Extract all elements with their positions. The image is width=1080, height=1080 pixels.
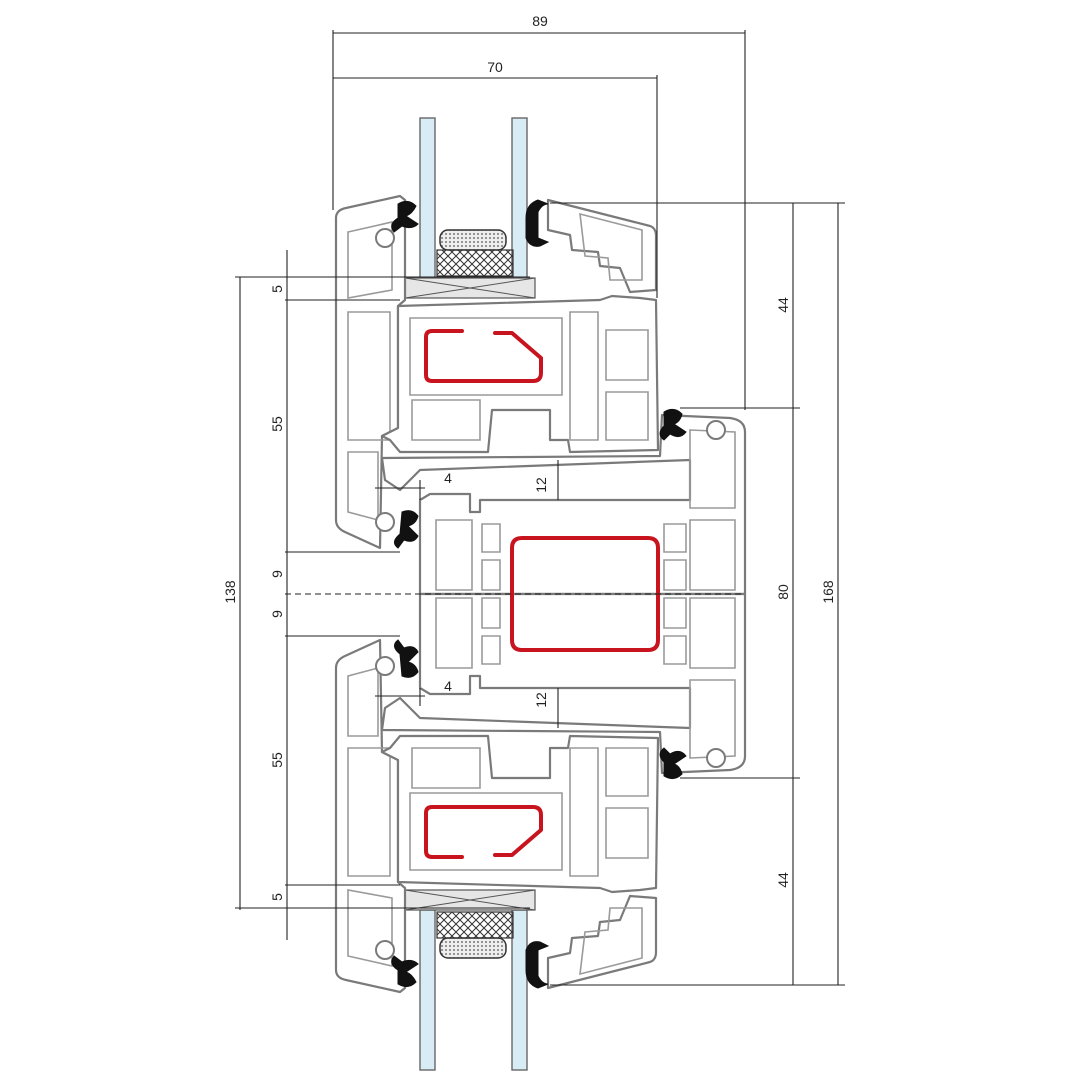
- dim-overall-depth: 89: [532, 13, 548, 29]
- dim-overlap-lower: 4: [444, 678, 452, 694]
- dim-left-top-small: 5: [269, 285, 285, 293]
- dim-right-overall: 168: [820, 580, 836, 604]
- dim-left-overall: 138: [222, 580, 238, 604]
- dim-right-bottom: 44: [775, 872, 791, 888]
- dim-center-upper: 9: [269, 570, 285, 578]
- dim-gap-lower: 12: [533, 692, 549, 708]
- dim-overlap-upper: 4: [444, 470, 452, 486]
- upper-sash-section: [334, 116, 747, 596]
- lower-sash-section: [334, 592, 747, 1072]
- dim-right-middle: 80: [775, 584, 791, 600]
- dim-gap-upper: 12: [533, 477, 549, 493]
- dim-frame-depth: 70: [487, 59, 503, 75]
- dim-left-bottom-sash: 55: [269, 752, 285, 768]
- dim-left-bottom-small: 5: [269, 893, 285, 901]
- dim-left-top-sash: 55: [269, 416, 285, 432]
- dim-right-top: 44: [775, 297, 791, 313]
- dimension-lines: [235, 30, 845, 986]
- dim-center-lower: 9: [269, 610, 285, 618]
